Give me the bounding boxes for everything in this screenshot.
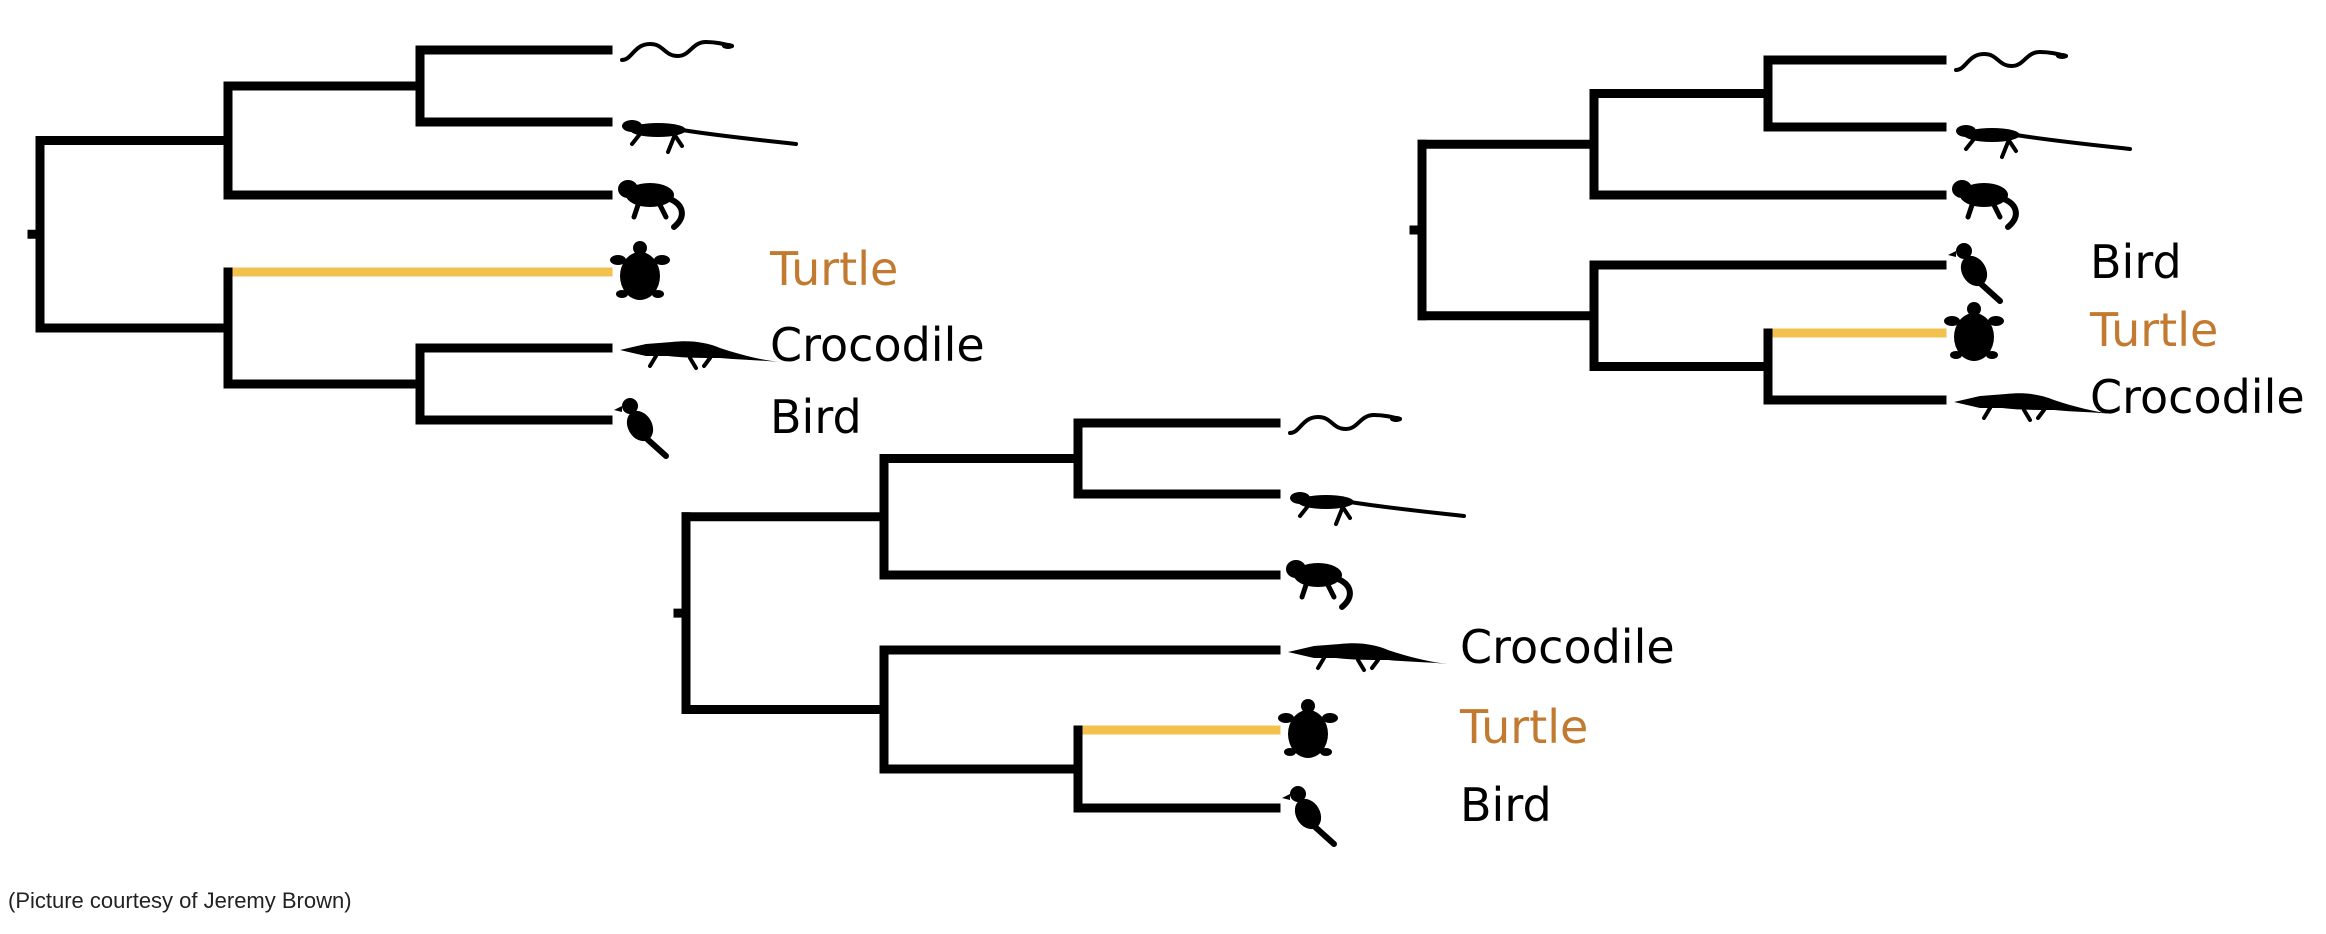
taxon-label: Crocodile (1460, 620, 1675, 674)
tree-bottom-center (673, 412, 1466, 847)
taxon-label: Turtle (2090, 303, 2219, 357)
turtle-icon (610, 241, 670, 300)
bird-icon (1948, 243, 2003, 304)
image-caption: (Picture courtesy of Jeremy Brown) (8, 888, 352, 913)
tree-top-left (27, 39, 798, 459)
bird-icon (614, 398, 669, 459)
taxon-label: Crocodile (2090, 370, 2305, 424)
lizard-icon (1290, 492, 1466, 526)
turtle-icon (1944, 302, 2004, 361)
snake-icon (1954, 49, 2068, 72)
crocodile-icon (1288, 643, 1448, 672)
taxon-label: Bird (1460, 778, 1552, 832)
snake-icon (1288, 412, 1402, 435)
turtle-icon (1278, 699, 1338, 758)
crocodile-icon (1954, 393, 2114, 422)
taxon-label: Turtle (1460, 700, 1589, 754)
iguana-icon (1286, 560, 1353, 610)
taxon-label: Crocodile (770, 318, 985, 372)
bird-icon (1282, 786, 1337, 847)
snake-icon (620, 39, 734, 62)
taxon-label: Bird (770, 390, 862, 444)
taxon-label: Turtle (770, 242, 899, 296)
iguana-icon (1952, 180, 2019, 230)
crocodile-icon (620, 341, 780, 370)
taxon-label: Bird (2090, 235, 2182, 289)
lizard-icon (622, 120, 798, 154)
tree-top-right (1409, 49, 2132, 422)
lizard-icon (1956, 125, 2132, 159)
iguana-icon (618, 180, 685, 230)
